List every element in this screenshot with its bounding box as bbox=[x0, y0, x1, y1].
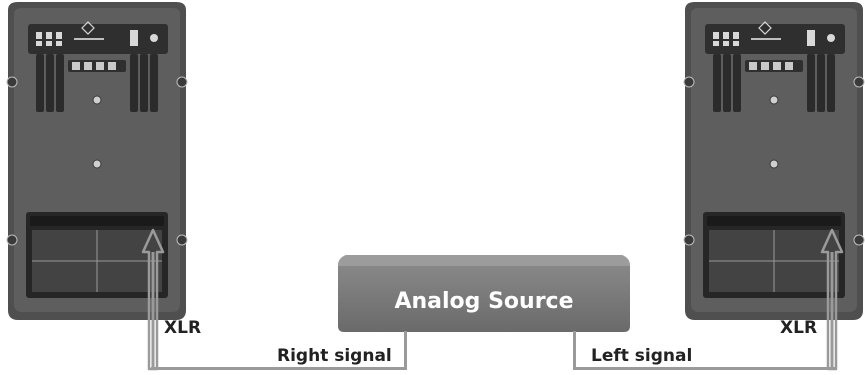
xlr-label-right-speaker: XLR bbox=[164, 318, 201, 338]
right-signal-cable bbox=[141, 228, 407, 371]
left-signal-label: Left signal bbox=[591, 346, 692, 366]
analog-source-label: Analog Source bbox=[394, 289, 573, 314]
right-speaker bbox=[6, 1, 188, 321]
xlr-label-left-speaker: XLR bbox=[780, 318, 817, 338]
right-signal-label: Right signal bbox=[277, 346, 392, 366]
analog-source-box: Analog Source bbox=[338, 255, 630, 332]
left-signal-cable bbox=[573, 228, 844, 371]
